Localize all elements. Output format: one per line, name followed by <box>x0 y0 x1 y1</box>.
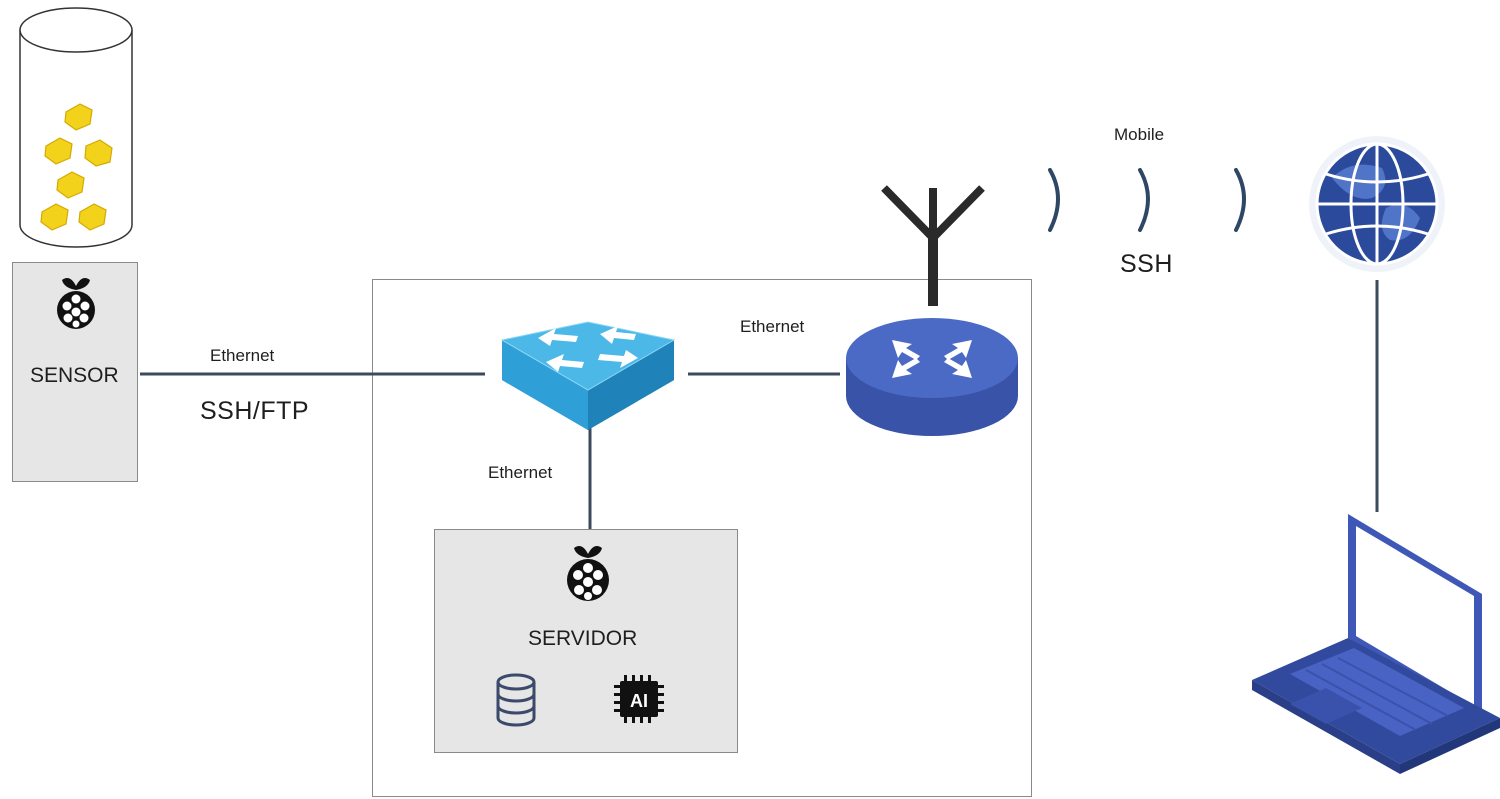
ai-chip-text: AI <box>630 691 648 711</box>
sensor-label: SENSOR <box>30 364 119 387</box>
laptop-icon <box>1252 514 1500 774</box>
antenna-icon <box>881 185 985 306</box>
sensor-link-protocol: SSH/FTP <box>200 397 310 425</box>
switch-icon <box>500 321 676 430</box>
ai-chip-icon: AI <box>614 675 664 723</box>
database-icon <box>496 673 536 727</box>
router-link-medium: Ethernet <box>740 317 805 336</box>
wireless-waves <box>1048 168 1246 232</box>
raspberry-pi-icon <box>57 278 95 329</box>
server-link-medium: Ethernet <box>488 463 553 482</box>
router-icon <box>846 318 1018 436</box>
servidor-label: SERVIDOR <box>528 627 638 650</box>
sensor-container-icon <box>19 7 133 248</box>
sensor-link-medium: Ethernet <box>210 346 275 365</box>
globe-icon <box>1309 136 1445 272</box>
wireless-medium: Mobile <box>1114 125 1165 144</box>
wireless-protocol: SSH <box>1120 250 1173 278</box>
servidor-raspberry-pi-icon <box>567 546 609 601</box>
